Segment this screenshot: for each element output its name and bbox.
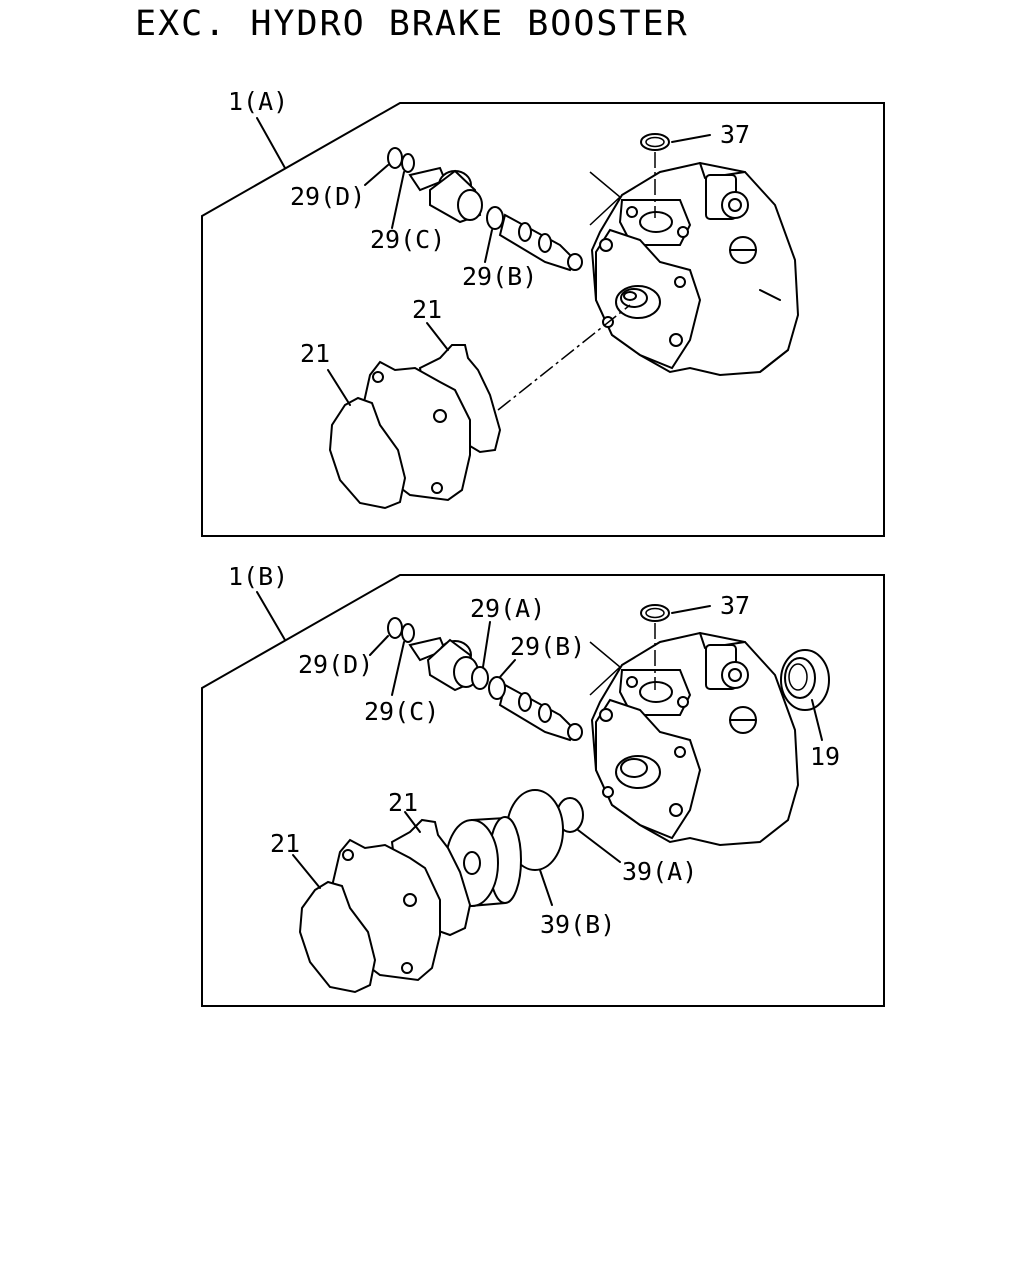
- pump-body: [590, 631, 800, 847]
- label-37: 37: [720, 120, 750, 149]
- panel-a: 1(A) 37: [201, 87, 885, 537]
- label-21-upper: 21: [412, 295, 442, 324]
- gasket-21-inner: [328, 396, 407, 510]
- label-39a: 39(A): [622, 857, 697, 886]
- oring-29b: [488, 676, 506, 700]
- label-29c: 29(C): [370, 225, 445, 254]
- label-29b: 29(B): [510, 632, 585, 661]
- spool-valve: [408, 166, 583, 272]
- label-29a: 29(A): [470, 594, 545, 623]
- label-21-lower: 21: [270, 829, 300, 858]
- spool-valve: [408, 636, 583, 742]
- oring-37: [640, 604, 670, 622]
- oring-29c: [401, 623, 415, 643]
- label-29c: 29(C): [364, 697, 439, 726]
- diagram-title: EXC. HYDRO BRAKE BOOSTER: [135, 4, 689, 44]
- label-39b: 39(B): [540, 910, 615, 939]
- label-21-lower: 21: [300, 339, 330, 368]
- body-pointer: [589, 641, 622, 696]
- oring-29b: [486, 206, 504, 230]
- label-29d: 29(D): [290, 182, 365, 211]
- oring-29c: [401, 153, 415, 173]
- pump-body: [590, 161, 800, 377]
- oring-29a: [471, 666, 489, 690]
- assembly-leader: [256, 591, 286, 641]
- label-29d: 29(D): [298, 650, 373, 679]
- assembly-label-1b: 1(B): [228, 562, 288, 591]
- assembly-leader: [256, 117, 286, 169]
- gasket-21-inner: [298, 880, 377, 994]
- oring-29d: [387, 617, 403, 639]
- body-pointer: [589, 171, 622, 226]
- label-21-upper: 21: [388, 788, 418, 817]
- label-29b: 29(B): [462, 262, 537, 291]
- label-37: 37: [720, 591, 750, 620]
- label-19: 19: [810, 742, 840, 771]
- oring-37: [640, 133, 670, 151]
- oring-29d: [387, 147, 403, 169]
- assembly-label-1a: 1(A): [228, 87, 288, 116]
- panel-b: 1(B) 37: [201, 562, 885, 1007]
